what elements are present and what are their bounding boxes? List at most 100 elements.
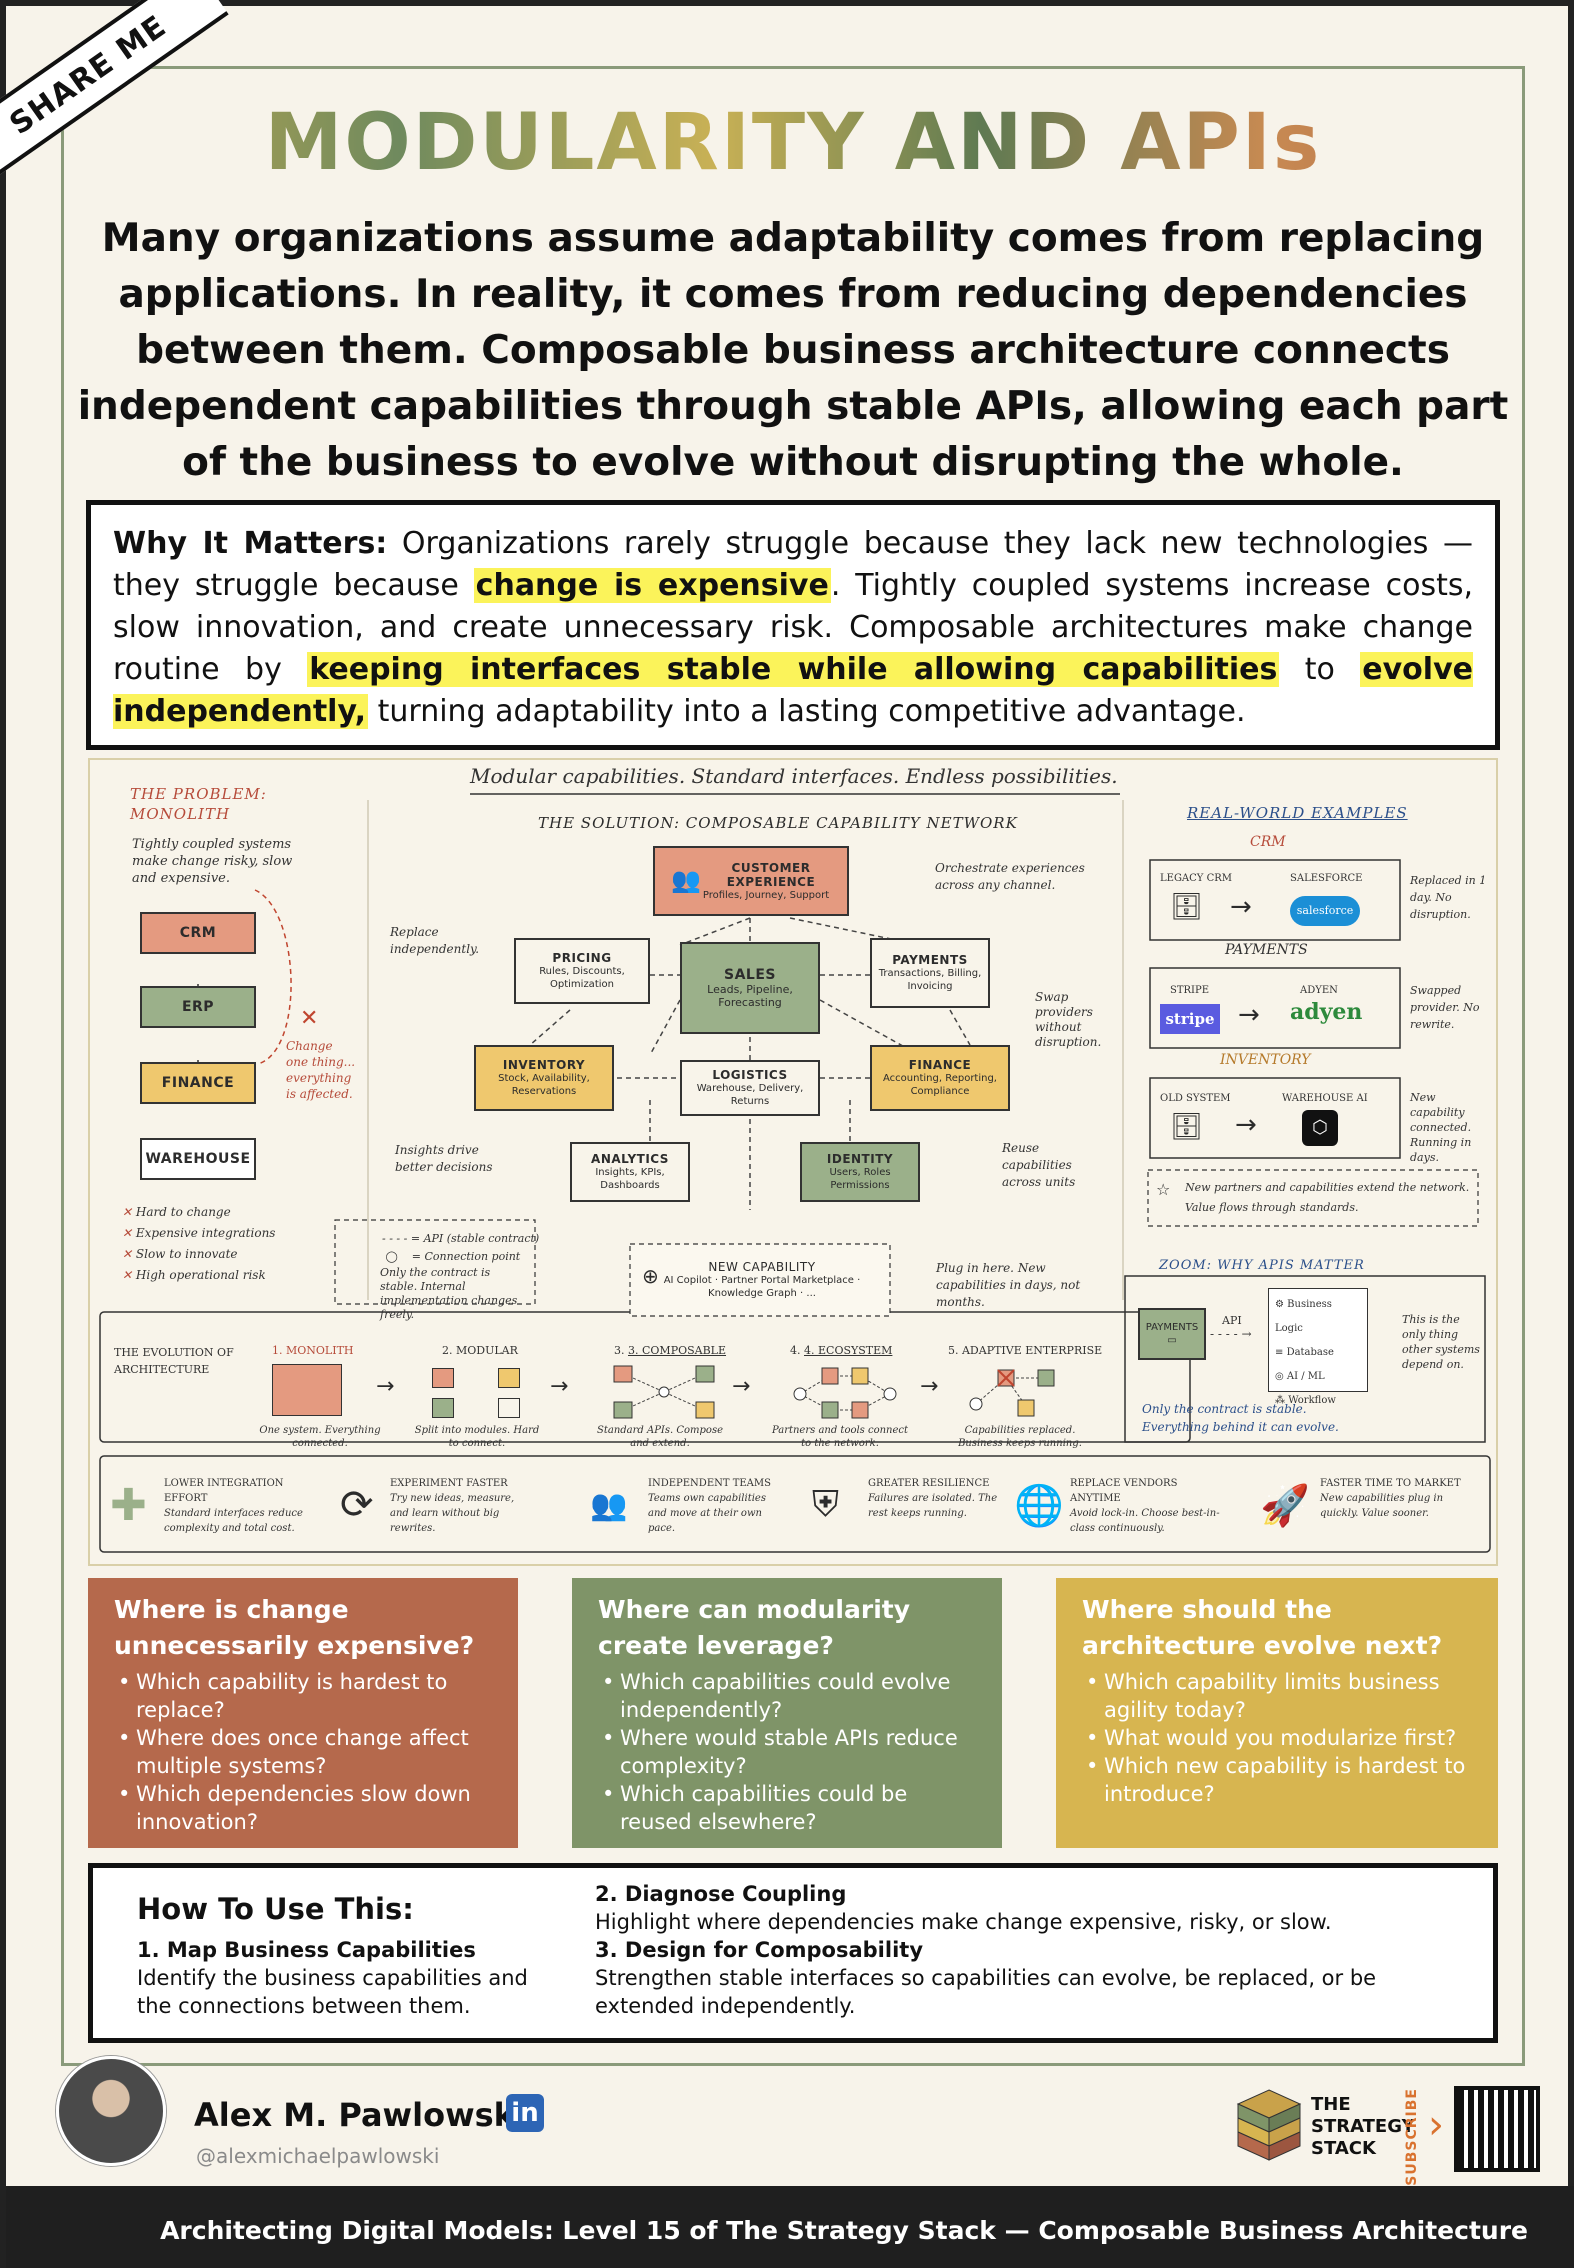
legend-note: Only the contract is stable. Internal im…	[380, 1266, 518, 1321]
evolution-title: THE EVOLUTION OF ARCHITECTURE	[114, 1346, 234, 1376]
author-avatar	[56, 2056, 166, 2166]
intro-text: Many organizations assume adaptability c…	[77, 216, 1509, 485]
puzzle-icon: ✚	[110, 1480, 147, 1531]
card-item: Where does once change affect multiple s…	[114, 1724, 492, 1780]
svg-text:✕: ✕	[300, 1006, 318, 1031]
qr-code[interactable]	[1454, 2086, 1540, 2172]
solution-title: THE SOLUTION: COMPOSABLE CAPABILITY NETW…	[538, 814, 1018, 832]
evolution-stage-5-desc: Capabilities replaced. Business keeps ru…	[958, 1425, 1082, 1449]
zoom-note: Only the contract is stable. Everything …	[1142, 1402, 1339, 1434]
legend-api: - - - - = API (stable contract)	[382, 1232, 540, 1245]
arrow-right-icon: →	[1235, 1110, 1257, 1140]
why-text-2: . Tightly coupled systems increase costs…	[113, 568, 1474, 687]
arrow-right-icon: →	[920, 1374, 939, 1399]
problem-bullet: ✕ Expensive integrations	[122, 1226, 276, 1240]
star-icon: ☆	[1156, 1180, 1171, 1199]
evolution-stage-5-title: 5. ADAPTIVE ENTERPRISE	[948, 1344, 1103, 1357]
examples-title: REAL-WORLD EXAMPLES	[1187, 804, 1408, 822]
card-item: Which capability is hardest to replace?	[114, 1668, 492, 1724]
strategy-stack-wordmark: THE STRATEGY STACK	[1311, 2094, 1415, 2159]
why-text-3: to	[1279, 652, 1361, 687]
question-card-leverage: Where can modularity create leverage? Wh…	[572, 1578, 1002, 1848]
note-insights: Insights drive better decisions	[395, 1143, 493, 1174]
arrow-right-icon: →	[732, 1374, 751, 1399]
evolution-stage-3-desc: Standard APIs. Compose and extend.	[596, 1425, 723, 1449]
zoom-item: ⁂ Workflow	[1275, 1395, 1336, 1406]
example-crm-note: Replaced in 1 day. No disruption.	[1410, 874, 1487, 921]
note-reuse: Reuse capabilities across units	[1002, 1141, 1076, 1189]
problem-bullets: ✕ Hard to change ✕ Expensive integration…	[122, 1202, 342, 1286]
example-inventory-heading: INVENTORY	[1220, 1052, 1311, 1068]
example-payments-from: STRIPE	[1170, 985, 1210, 996]
legend-connection: ◯ = Connection point	[382, 1250, 521, 1263]
arrow-right-icon: →	[1238, 1000, 1260, 1030]
zoom-item: ⚙ Business Logic	[1275, 1299, 1332, 1334]
card-item: Which new capability is hardest to intro…	[1082, 1752, 1472, 1808]
author-name: Alex M. Pawlowski	[194, 2096, 526, 2134]
monolith-box-crm[interactable]: CRM	[140, 912, 256, 954]
zoom-internals-box: ⚙ Business Logic ≡ Database ◎ AI / ML ⁂ …	[1268, 1288, 1368, 1406]
globe-icon: 🌐	[1014, 1483, 1064, 1529]
evolution-stage-2-desc: Split into modules. Hard to connect.	[414, 1425, 540, 1449]
evolution-stage-1-desc: One system. Everything connected.	[259, 1425, 381, 1449]
plus-circle-icon: ⊕	[642, 1264, 659, 1288]
monolith-note: Change one thing... everything is affect…	[286, 1039, 356, 1101]
monolith-box-warehouse[interactable]: WAREHOUSE	[140, 1138, 256, 1180]
why-text-4: turning adaptability into a lasting comp…	[368, 694, 1246, 729]
note-plug: Plug in here. New capabilities in days, …	[936, 1261, 1081, 1309]
arrow-right-icon: →	[376, 1374, 395, 1399]
monolith-crm-label: CRM	[179, 925, 217, 941]
cube-icon: ⬡	[1302, 1110, 1338, 1146]
zoom-payments-box[interactable]: PAYMENTS▭	[1138, 1308, 1206, 1360]
subscribe-label[interactable]: SUBSCRIBE	[1404, 2088, 1420, 2186]
server-icon: 🗄	[1170, 892, 1204, 922]
adyen-logo: adyen	[1290, 999, 1363, 1025]
monolith-box-finance[interactable]: FINANCE	[140, 1062, 256, 1104]
card-title: Where should the architecture evolve nex…	[1082, 1595, 1443, 1660]
network-note: New partners and capabilities extend the…	[1185, 1181, 1470, 1214]
card-item: What would you modularize first?	[1082, 1724, 1472, 1752]
example-payments-note: Swapped provider. No rewrite.	[1410, 984, 1480, 1031]
example-payments-to: ADYEN	[1300, 985, 1338, 996]
why-label: Why It Matters:	[113, 526, 388, 561]
example-crm-to: SALESFORCE	[1290, 873, 1363, 884]
problem-desc: Tightly coupled systems make change risk…	[132, 837, 293, 886]
card-item: Which capabilities could be reused elsew…	[598, 1780, 976, 1836]
howto-title: How To Use This:	[137, 1892, 414, 1926]
why-text-1: Organizations rarely struggle because th…	[113, 526, 1474, 603]
card-title: Where can modularity create leverage?	[598, 1595, 911, 1660]
problem-bullet: ✕ Hard to change	[122, 1205, 231, 1219]
note-replace: Replace independently.	[390, 925, 480, 956]
diagram-tagline: Modular capabilities. Standard interface…	[470, 764, 1118, 788]
evolution-stage-3-title: 3. 3. COMPOSABLE	[614, 1344, 727, 1357]
composable-mini-network	[610, 1364, 720, 1420]
question-card-expensive: Where is change unnecessarily expensive?…	[88, 1578, 518, 1848]
linkedin-icon[interactable]: in	[506, 2094, 544, 2132]
zoom-api-arrow: - - - - →	[1210, 1327, 1252, 1341]
example-inventory-to: WAREHOUSE AI	[1282, 1093, 1368, 1104]
example-payments-heading: PAYMENTS	[1225, 942, 1308, 958]
author-handle[interactable]: @alexmichaelpawlowski	[196, 2144, 440, 2168]
inner-frame	[61, 66, 1525, 2066]
example-inventory-from: OLD SYSTEM	[1160, 1093, 1231, 1104]
monolith-box-erp[interactable]: ERP	[140, 986, 256, 1028]
problem-bullet: ✕ Slow to innovate	[122, 1247, 238, 1261]
why-it-matters-box: Why It Matters: Organizations rarely str…	[86, 500, 1500, 750]
evolution-stage-2-title: 2. MODULAR	[442, 1344, 518, 1357]
example-inventory-note: New capability connected. Running in day…	[1410, 1091, 1472, 1164]
note-swap: Swap providers without disruption.	[1035, 990, 1102, 1049]
cycle-icon: ⟳	[340, 1482, 374, 1528]
